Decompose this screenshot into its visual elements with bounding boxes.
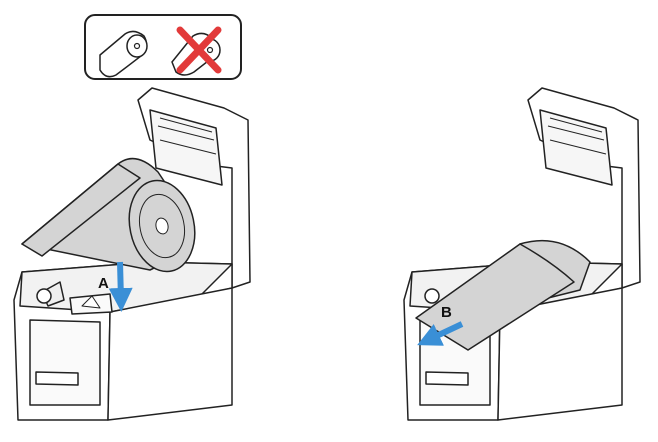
step-b-arrow: [417, 321, 464, 346]
cross-mark-icon: [176, 26, 222, 74]
paper-roll-correct-orientation-icon: [99, 30, 148, 78]
step-a-arrow: [108, 261, 133, 312]
paper-roll-loaded: [415, 239, 591, 351]
paper-roll-loading: [21, 157, 196, 273]
printer-left: [13, 87, 251, 421]
roll-orientation-box: [84, 14, 242, 80]
step-a-label: A: [98, 275, 109, 292]
step-b-label: B: [441, 304, 452, 321]
